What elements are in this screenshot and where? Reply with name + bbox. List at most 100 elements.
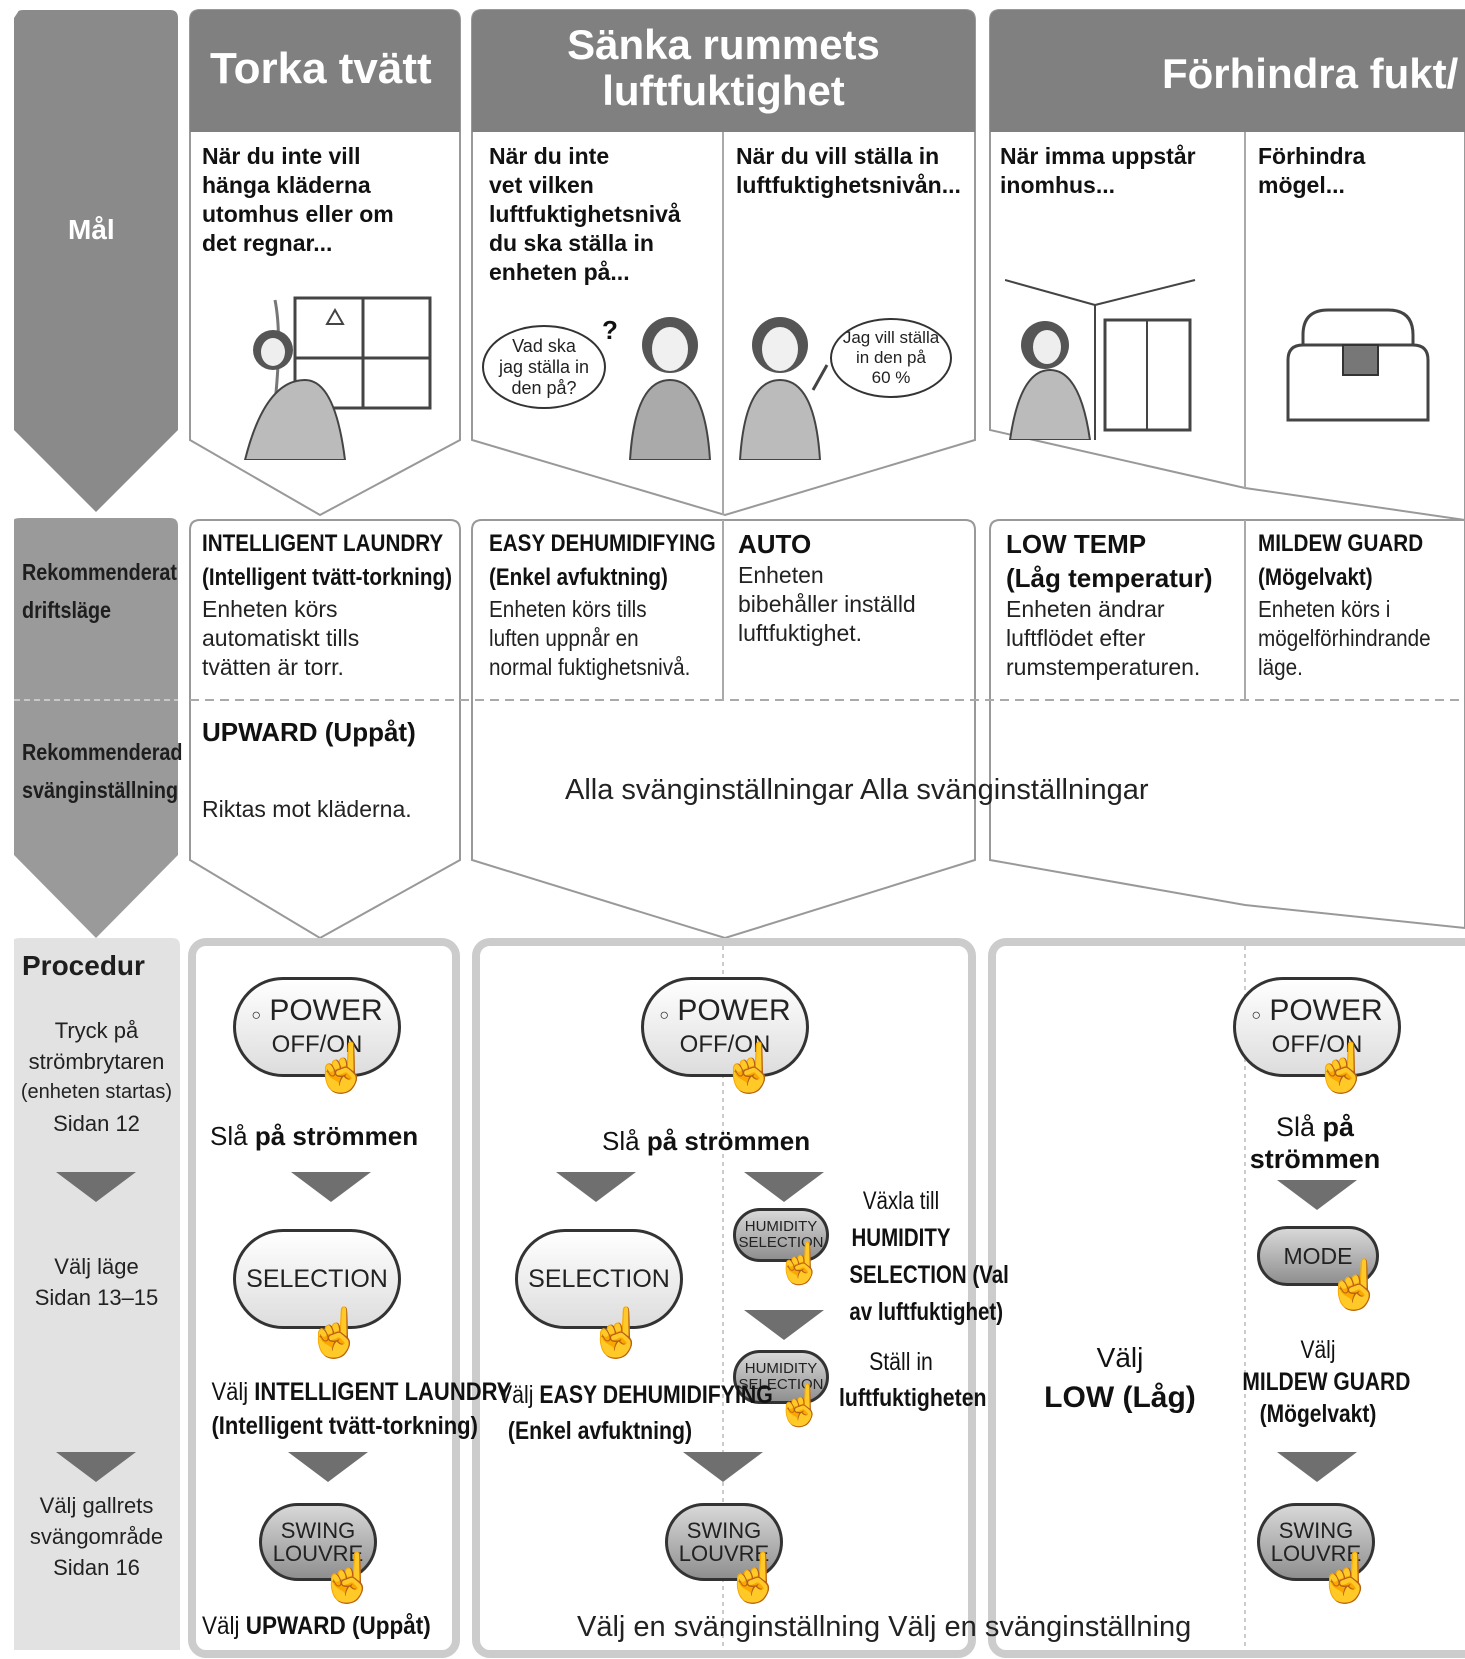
selection-label: SELECTION [246,1264,388,1293]
pointing-hand-icon: ☝ [720,1042,780,1095]
goal-line: När imma uppstår [1000,143,1196,169]
step-arrow [744,1172,824,1202]
caption-power-on-right: Slå på strömmen [1240,1111,1390,1175]
procedure-step-1-line: Sidan 12 [53,1111,140,1136]
mode-desc-line: tvätten är torr. [202,654,344,680]
mode-mildew-guard: MILDEW GUARD (Mögelvakt) Enheten körs i … [1258,527,1450,682]
mode-desc-line: Enheten körs tills [489,596,647,622]
mode-subtitle: (Låg temperatur) [1006,563,1213,593]
procedure-arrow [56,1452,136,1482]
swing-louvre-button[interactable]: SWING LOUVRE [665,1503,783,1581]
power-button[interactable]: ○ POWER OFF/ON [233,977,401,1077]
caption-bold: av luftfuktighet) [849,1298,1004,1326]
caption-bold: LOW (Låg) [1044,1381,1196,1414]
bubble-line: in den på [856,348,926,367]
caption-choose-low: Välj LOW (Låg) [1020,1338,1220,1423]
selection-button[interactable]: SELECTION [515,1229,683,1329]
mode-low-temp: LOW TEMP (Låg temperatur) Enheten ändrar… [1006,527,1213,682]
swing-all-settings: Alla svänginställningar Alla svänginstäl… [565,774,1149,806]
procedure-step-2-line: Välj läge [54,1254,139,1279]
mode-subtitle: (Intelligent tvätt-torkning) [202,564,452,591]
pointing-hand-icon: ☝ [1325,1259,1385,1312]
mode-button[interactable]: MODE [1257,1226,1379,1286]
caption-bold: INTELLIGENT LAUNDRY [254,1378,512,1406]
goal-line: det regnar... [202,230,333,256]
pointing-hand-icon: ☝ [312,1042,372,1095]
power-label: POWER [269,993,383,1027]
caption-bold: (Intelligent tvätt-torkning) [211,1412,478,1440]
goal-line: du ska ställa in [489,230,654,256]
goal-line: luftfuktighetsnivå [489,201,681,227]
mode-button-label: MODE [1283,1242,1353,1269]
goal-line: inomhus... [1000,172,1115,198]
procedure-step-1: Tryck på strömbrytaren (enheten startas)… [14,1015,179,1139]
caption-bold: på [1322,1112,1355,1142]
selection-label: SELECTION [528,1264,670,1293]
caption-bold: UPWARD (Uppåt) [245,1612,431,1640]
mode-desc-line: luften uppnår en [489,625,639,651]
goal-laundry: När du inte vill hänga kläderna utomhus … [202,142,394,258]
swing-louvre-button[interactable]: SWING LOUVRE [1257,1503,1375,1581]
mode-desc-line: Enheten [738,562,824,588]
pointing-hand-icon: ☝ [1312,1042,1372,1095]
swing-label: SWING [280,1518,356,1543]
pointing-hand-icon: ☝ [724,1552,784,1605]
swing-label: SWING [1278,1518,1354,1543]
goal-set-level: När du vill ställa in luftfuktighetsnivå… [736,142,961,200]
procedure-step-3-line: svängområde [29,1524,164,1549]
sofa-illustration [1286,308,1430,422]
caption-switch-humidity: Växla till HUMIDITY SELECTION (Val av lu… [849,1183,1008,1331]
pointing-hand-icon: ☝ [318,1552,378,1605]
mode-laundry: INTELLIGENT LAUNDRY (Intelligent tvätt-t… [202,527,493,682]
mode-title: INTELLIGENT LAUNDRY [202,530,444,557]
step-arrow [288,1452,368,1482]
goal-line: Förhindra [1258,143,1366,169]
goal-line: vet vilken [489,172,594,198]
laundry-window-illustration [243,296,432,460]
goal-line: mögel... [1258,172,1345,198]
caption-text: Ställ in [869,1348,933,1376]
mode-desc-line: läge. [1258,654,1303,680]
goal-line: När du vill ställa in [736,143,940,169]
goal-condensation: När imma uppstår inomhus... [1000,142,1196,200]
selection-button[interactable]: SELECTION [233,1229,401,1329]
pointing-hand-icon: ☝ [587,1307,647,1360]
sidebar-swing-label: Rekommenderad svänginställning [22,733,182,809]
procedure-step-2: Välj läge Sidan 13–15 [14,1251,179,1313]
mode-desc-line: luftfuktighet. [738,620,863,646]
caption-bold: strömmen [1249,1144,1381,1174]
caption-bold: EASY DEHUMIDIFYING [539,1381,773,1409]
procedure-step-3: Välj gallrets svängområde Sidan 16 [14,1490,179,1583]
procedure-step-1-line: strömbrytaren [28,1049,165,1074]
mode-desc-line: automatiskt tills [202,625,360,651]
question-mark: ? [602,315,618,345]
swing-sublabel: LOUVRE [1270,1541,1362,1566]
bubble-line: den på? [511,377,577,398]
goal-line: luftfuktighetsnivån... [736,172,961,198]
header-prevent-moisture: Förhindra fukt/ [1162,50,1459,97]
power-button[interactable]: ○ POWER OFF/ON [641,977,809,1077]
mode-title: MILDEW GUARD [1258,530,1424,557]
step-arrow [1277,1452,1357,1482]
caption-choose-upward: Välj UPWARD (Uppåt) [202,1612,431,1641]
header-dry-laundry: Torka tvätt [210,44,432,93]
procedure-step-3-line: Välj gallrets [39,1493,154,1518]
procedure-step-1-line: Tryck på [54,1018,139,1043]
power-button[interactable]: ○ POWER OFF/ON [1233,977,1401,1077]
pointing-hand-icon: ☝ [775,1242,825,1286]
procedure-step-3-line: Sidan 16 [53,1555,140,1580]
statement-bubble: Jag vill ställa in den på 60 % [830,318,952,398]
bubble-line: 60 % [871,368,911,387]
caption-bold: på strömmen [254,1121,419,1151]
goal-line: När du inte [489,143,610,169]
power-sublabel: OFF/ON [679,1030,771,1058]
sidebar-swing-line2: svänginställning [22,777,179,803]
caption-bold: på strömmen [646,1126,811,1156]
caption-set-humidity: Ställ in luftfuktigheten [839,1344,987,1416]
caption-text: Slå [210,1121,255,1151]
humidity-selection-button[interactable]: HUMIDITY SELECTION [733,1208,829,1262]
mode-auto: AUTO Enheten bibehåller inställd luftfuk… [738,527,916,648]
humidity-selection-button[interactable]: HUMIDITY SELECTION [733,1350,829,1404]
swing-louvre-button[interactable]: SWING LOUVRE [259,1503,377,1581]
power-sublabel: OFF/ON [271,1030,363,1058]
